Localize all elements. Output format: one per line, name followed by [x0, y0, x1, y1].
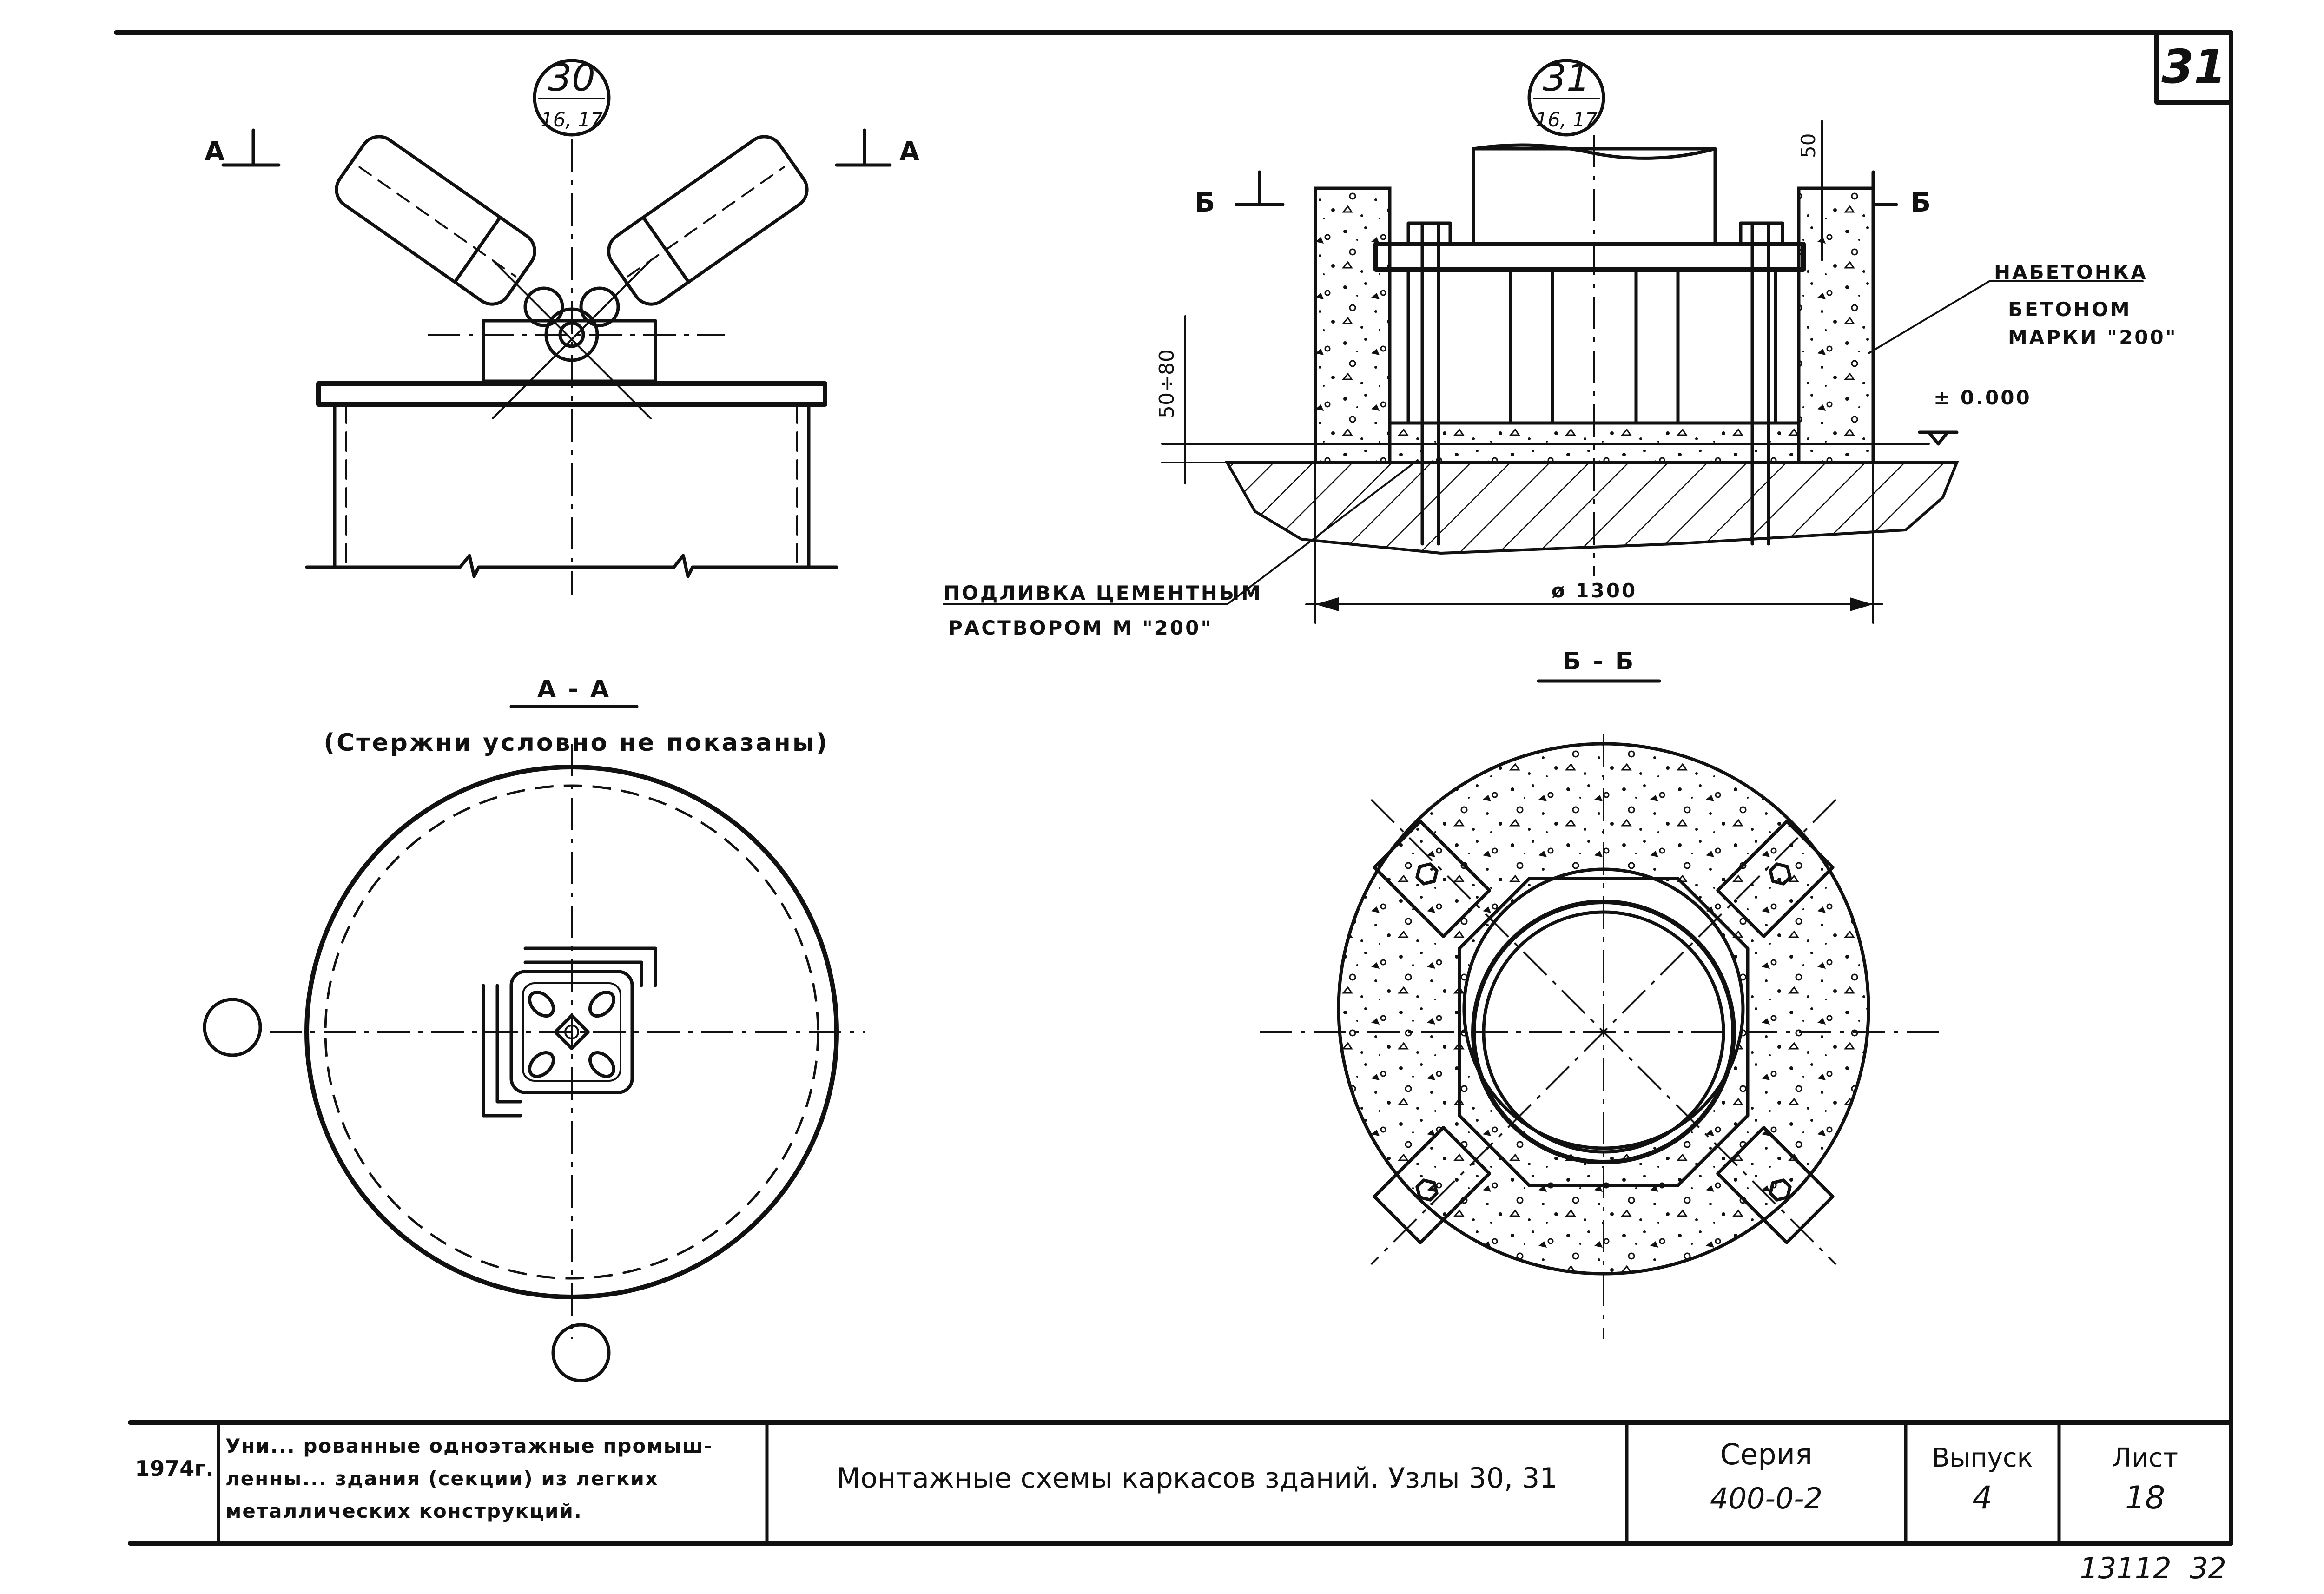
- title-block: [128, 1420, 2233, 1545]
- title-block-series-value: 400-0-2: [1710, 1482, 1822, 1515]
- node-31-dim-diameter: ø 1300: [1552, 579, 1637, 602]
- sheet-corner-number: 31: [2161, 40, 2226, 94]
- svg-text:металлических конструкций.: металлических конструкций.: [225, 1500, 582, 1522]
- section-bb-view: [1260, 679, 1948, 1339]
- section-aa-subtitle: (Стержни условно не показаны): [324, 729, 829, 757]
- svg-text:МАРКИ "200": МАРКИ "200": [2008, 326, 2178, 349]
- title-block-title: Монтажные схемы каркасов зданий. Узлы 30…: [836, 1462, 1557, 1495]
- node-30-callout: [533, 59, 611, 137]
- title-block-series-label: Серия: [1720, 1437, 1812, 1471]
- svg-text:ленны... здания (секции) из ле: ленны... здания (секции) из легких: [225, 1467, 659, 1490]
- node-31-elevation: [943, 59, 2144, 624]
- svg-text:ПОДЛИВКА ЦЕМЕНТНЫМ: ПОДЛИВКА ЦЕМЕНТНЫМ: [944, 582, 1262, 604]
- section-bb-title: Б - Б: [1562, 648, 1635, 675]
- node-31-note-concrete: НАБЕТОНКА БЕТОНОМ МАРКИ "200": [1994, 261, 2178, 349]
- svg-text:РАСТВОРОМ М "200": РАСТВОРОМ М "200": [948, 616, 1213, 639]
- node-31-dim-top: 50: [1797, 133, 1820, 158]
- sheet-frame: [114, 30, 2233, 1546]
- svg-text:Уни... рованные одноэтажные пр: Уни... рованные одноэтажные промыш-: [225, 1435, 713, 1457]
- node-31-callout-top: 31: [1543, 56, 1590, 99]
- svg-text:НАБЕТОНКА: НАБЕТОНКА: [1994, 261, 2148, 284]
- title-block-description: Уни... рованные одноэтажные промыш- ленн…: [225, 1435, 713, 1522]
- svg-text:БЕТОНОМ: БЕТОНОМ: [2008, 298, 2132, 321]
- node-30-callout-bottom: 16, 17: [541, 108, 603, 131]
- node-30-callout-top: 30: [548, 56, 595, 99]
- node-31-elevation-mark: ± 0.000: [1934, 386, 2032, 409]
- title-block-sheet-label: Лист: [2112, 1443, 2178, 1473]
- bottom-archive-numbers: 13112 32: [2080, 1551, 2226, 1585]
- section-aa-title: А - А: [537, 675, 611, 703]
- node-30-elevation: [221, 59, 892, 595]
- title-block-issue-value: 4: [1972, 1480, 1992, 1516]
- node-31-callout-bottom: 16, 17: [1535, 108, 1598, 131]
- node-31-section-mark-right: Б: [1910, 186, 1931, 218]
- title-block-sheet-value: 18: [2125, 1480, 2166, 1516]
- node-30-section-mark-right: А: [899, 137, 920, 167]
- section-aa-view: [203, 705, 865, 1382]
- node-31-callout: [1527, 59, 1605, 137]
- title-block-year: 1974г.: [135, 1456, 214, 1481]
- node-31-section-mark-left: Б: [1195, 186, 1215, 218]
- node-31-dim-side: 50÷80: [1155, 349, 1179, 418]
- node-30-section-mark-left: А: [205, 137, 225, 167]
- title-block-issue-label: Выпуск: [1932, 1443, 2033, 1473]
- node-31-note-grout: ПОДЛИВКА ЦЕМЕНТНЫМ РАСТВОРОМ М "200": [944, 582, 1262, 639]
